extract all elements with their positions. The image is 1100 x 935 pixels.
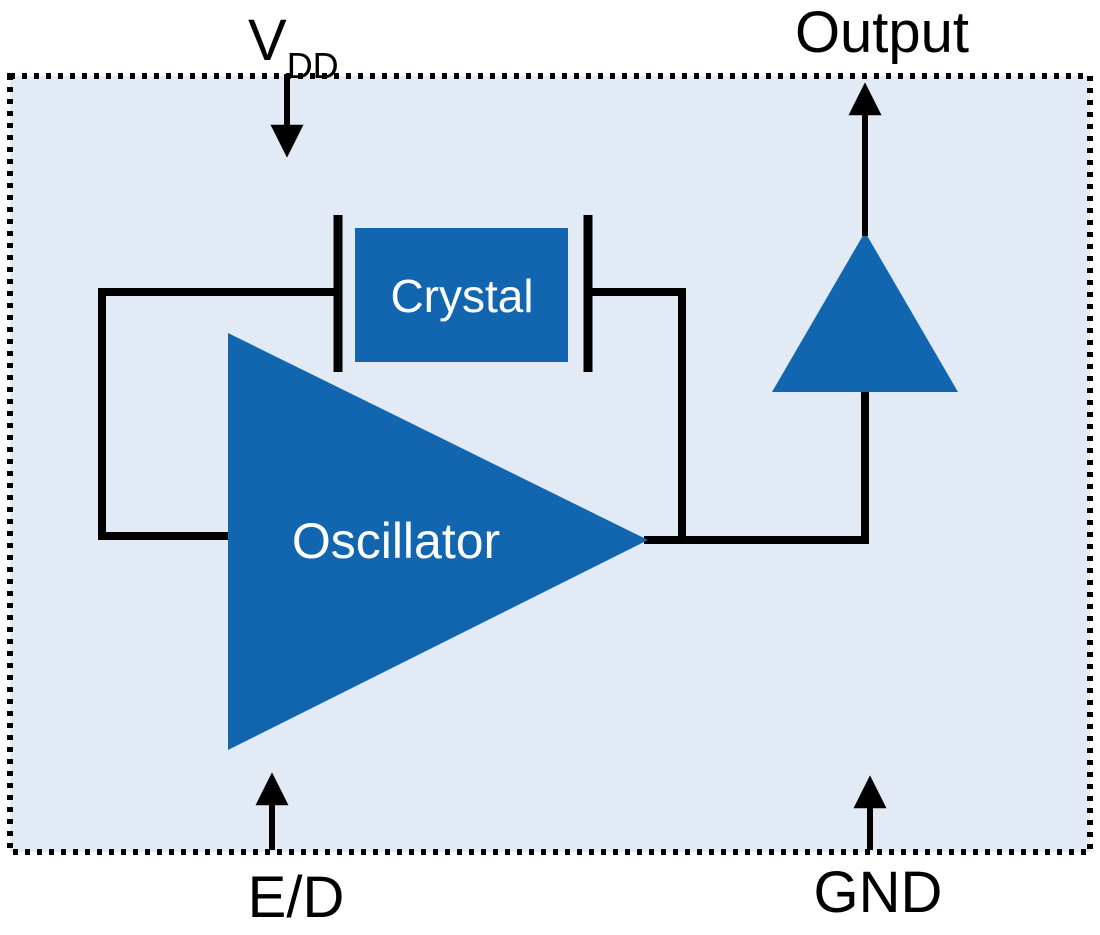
vdd-label: VDD (248, 8, 339, 86)
feedback-wire-left (98, 288, 338, 540)
feedback-wire-right (588, 288, 686, 544)
ground-label: GND (814, 860, 943, 925)
crystal-label: Crystal (390, 270, 533, 322)
enable-label: E/D (248, 865, 345, 930)
buffer-triangle (772, 232, 958, 392)
crystal-block (355, 228, 568, 362)
output-wire (644, 390, 869, 544)
vdd-label-subscript: DD (287, 45, 339, 86)
output-label: Output (795, 0, 969, 65)
oscillator-triangle (228, 333, 648, 750)
chip-boundary (7, 73, 1093, 855)
vdd-label-main: V (248, 8, 287, 73)
oscillator-label: Oscillator (292, 513, 500, 569)
